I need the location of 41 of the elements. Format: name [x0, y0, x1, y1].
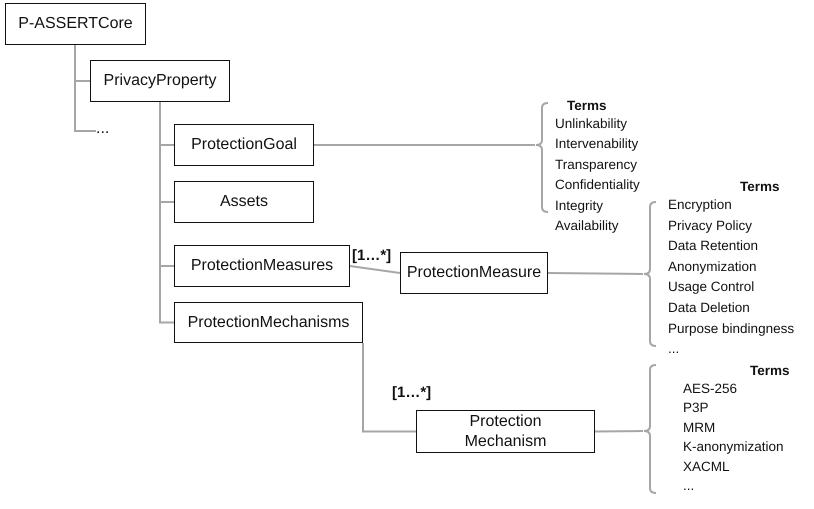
class-box: P-ASSERTCore — [5, 3, 146, 45]
class-box: ProtectionGoal — [174, 124, 314, 166]
term-text: AES-256 — [683, 380, 738, 398]
terms-heading: Terms — [567, 98, 607, 114]
term-text: ... — [683, 477, 694, 496]
connector-line — [314, 144, 535, 146]
term-text: Data Deletion — [668, 298, 750, 317]
class-box: ProtectionMeasure — [400, 252, 548, 294]
connector-line — [548, 272, 644, 275]
term-text: ... — [668, 340, 680, 358]
connector-line — [350, 265, 400, 274]
term-text: Unlinkability — [555, 115, 628, 133]
term-text: MRM — [683, 418, 716, 437]
class-box: ProtectionMeasures — [174, 245, 350, 287]
class-box: Assets — [174, 181, 314, 223]
term-text: Availability — [555, 217, 619, 236]
term-text: Transparency — [555, 156, 638, 174]
connector-line — [74, 45, 96, 132]
class-box: Protection Mechanism — [416, 410, 595, 453]
term-text: P3P — [683, 399, 709, 418]
term-text: Integrity — [555, 196, 604, 215]
multiplicity-label: [1…*] — [392, 384, 432, 401]
terms-heading: Terms — [750, 363, 790, 379]
term-text: Data Retention — [668, 237, 758, 256]
term-text: Confidentiality — [555, 176, 640, 194]
term-text: K-anonymization — [683, 438, 784, 456]
term-text: Privacy Policy — [668, 216, 752, 235]
term-text: Intervenability — [555, 135, 638, 154]
term-text: Encryption — [668, 196, 732, 214]
connector-line — [362, 343, 416, 432]
term-text: Usage Control — [668, 278, 754, 296]
class-box: ProtectionMechanisms — [174, 302, 363, 343]
term-text: Anonymization — [668, 258, 757, 276]
terms-heading: Terms — [740, 179, 780, 195]
multiplicity-label: [1…*] — [352, 247, 392, 264]
connector-line — [159, 102, 174, 324]
class-box: PrivacyProperty — [90, 60, 230, 102]
connector-line — [594, 430, 644, 432]
ellipsis-text: ... — [96, 120, 110, 138]
term-text: Purpose bindingness — [668, 320, 794, 338]
term-text: XACML — [683, 458, 730, 476]
